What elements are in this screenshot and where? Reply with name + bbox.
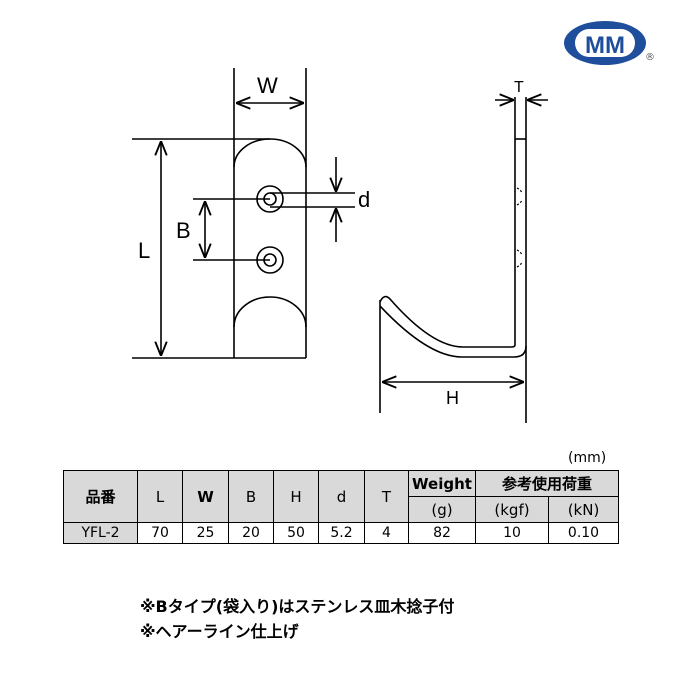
label-B: B — [176, 218, 191, 243]
note-2: ※ヘアーライン仕上げ — [140, 622, 299, 641]
cell-kn: 0.10 — [548, 522, 619, 544]
cell-T: 4 — [364, 522, 409, 544]
svg-text:MM: MM — [585, 32, 625, 59]
notes: ※Bタイプ(袋入り)はステンレス皿木捻子付 ※ヘアーライン仕上げ — [140, 594, 454, 644]
header-d: d — [318, 470, 365, 523]
cell-B: 20 — [228, 522, 274, 544]
cell-part-no: YFL-2 — [63, 522, 138, 544]
cell-kgf: 10 — [475, 522, 549, 544]
side-view — [379, 97, 548, 423]
technical-drawing: W L B d T H — [132, 68, 548, 423]
cell-d: 5.2 — [318, 522, 365, 544]
table-row: YFL-2 70 25 20 50 5.2 4 82 10 0.10 — [63, 522, 619, 544]
cell-weight: 82 — [408, 522, 476, 544]
spec-table: 品番 L W B H d T Weight 参考使用荷重 (g) (kgf) (… — [63, 470, 619, 544]
header-weight: Weight — [408, 470, 476, 497]
cell-W: 25 — [182, 522, 229, 544]
label-T: T — [514, 79, 524, 96]
label-d: d — [358, 187, 370, 212]
header-W: W — [182, 470, 229, 523]
header-load: 参考使用荷重 — [475, 470, 619, 497]
cell-H: 50 — [273, 522, 319, 544]
front-view — [132, 68, 355, 359]
label-W: W — [257, 73, 278, 98]
header-load-kgf: (kgf) — [475, 496, 549, 523]
header-T: T — [364, 470, 409, 523]
header-B: B — [228, 470, 274, 523]
header-weight-unit: (g) — [408, 496, 476, 523]
note-1: ※Bタイプ(袋入り)はステンレス皿木捻子付 — [140, 597, 455, 616]
header-load-kn: (kN) — [548, 496, 619, 523]
header-L: L — [137, 470, 183, 523]
mm-logo: MM — [564, 21, 646, 65]
registered-mark: ® — [645, 52, 655, 63]
header-H: H — [273, 470, 319, 523]
unit-label: (mm) — [568, 450, 607, 466]
label-H: H — [446, 388, 459, 408]
header-part-no: 品番 — [63, 470, 138, 523]
label-L: L — [138, 238, 150, 263]
cell-L: 70 — [137, 522, 183, 544]
